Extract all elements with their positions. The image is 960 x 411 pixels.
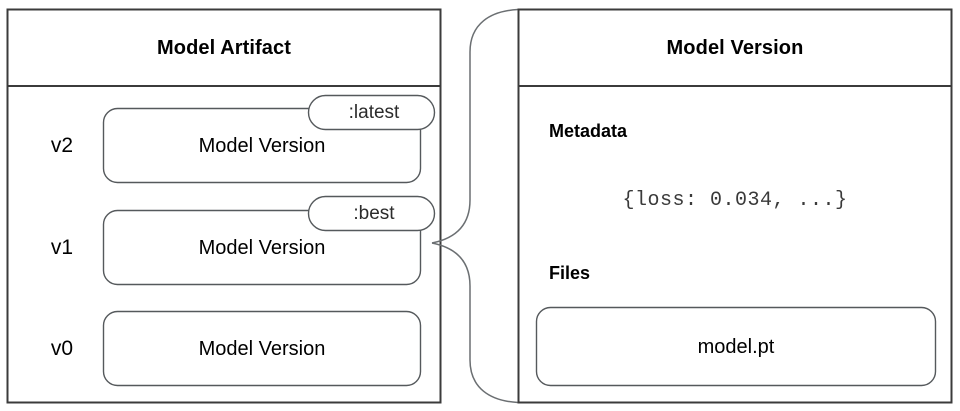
files-heading: Files	[549, 263, 591, 283]
model-version-title: Model Version	[666, 37, 804, 59]
connector-brace-lower-arm	[431, 242, 519, 404]
version-label-v2: v2	[50, 134, 74, 157]
version-box-label-v1: Model Version	[198, 237, 326, 259]
version-label-v1: v1	[50, 236, 74, 259]
version-box-label-v0: Model Version	[198, 338, 326, 360]
version-label-v0: v0	[50, 337, 74, 360]
alias-pill-best[interactable]	[307, 195, 436, 232]
file-box-model-pt[interactable]	[535, 306, 937, 387]
metadata-heading: Metadata	[549, 121, 628, 141]
alias-label-latest: :latest	[348, 102, 400, 123]
alias-label-best: :best	[353, 203, 395, 224]
metadata-value: {loss: 0.034, ...}	[622, 189, 848, 212]
alias-pill-latest[interactable]	[307, 94, 436, 131]
version-box-v0[interactable]	[102, 310, 422, 387]
version-box-label-v2: Model Version	[198, 135, 326, 157]
file-label-model-pt: model.pt	[697, 336, 775, 358]
connector-brace-upper-arm	[431, 8, 519, 244]
model-artifact-title: Model Artifact	[157, 37, 291, 59]
